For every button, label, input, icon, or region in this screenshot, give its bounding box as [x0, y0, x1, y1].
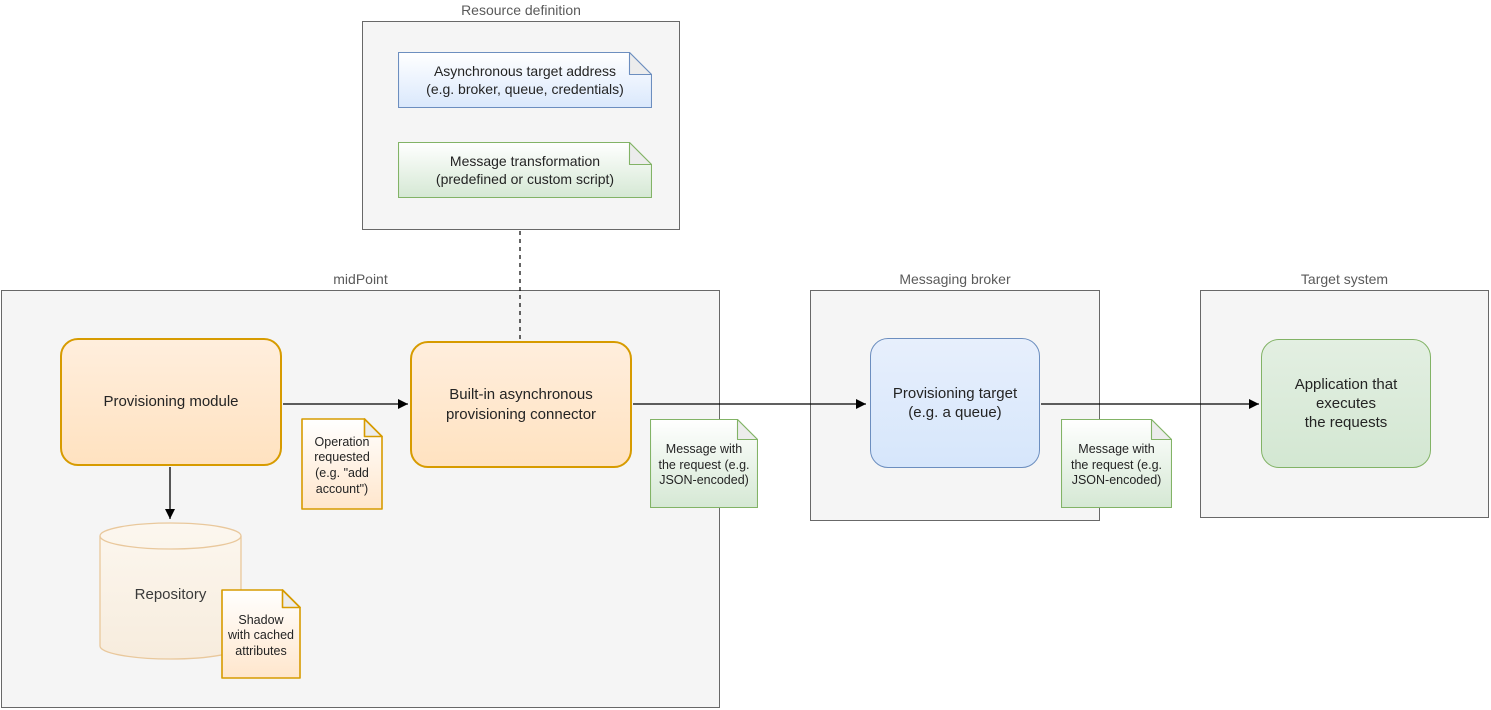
note-operation-requested: Operation requested (e.g. "add account") — [301, 418, 383, 510]
container-label-resource-definition: Resource definition — [461, 2, 581, 18]
note-shape-icon — [398, 52, 652, 108]
node-repository: Repository — [99, 522, 242, 660]
note-message-transformation-text: Message transformation (predefined or cu… — [435, 152, 615, 187]
note-shape-icon — [301, 418, 383, 510]
note-async-target-address: Asynchronous target address (e.g. broker… — [398, 52, 652, 108]
container-label-messaging-broker: Messaging broker — [899, 271, 1011, 287]
note-shape-icon — [650, 419, 758, 508]
note-message-request-1: Message with the request (e.g. JSON-enco… — [650, 419, 758, 508]
node-provisioning-target: Provisioning target (e.g. a queue) — [870, 338, 1040, 468]
note-message-transformation: Message transformation (predefined or cu… — [398, 142, 652, 198]
note-message-request-2-text: Message with the request (e.g. JSON-enco… — [1070, 442, 1163, 488]
node-provisioning-target-label: Provisioning target (e.g. a queue) — [892, 384, 1018, 421]
note-shape-icon — [1061, 419, 1172, 508]
container-label-target-system: Target system — [1300, 271, 1389, 287]
node-provisioning-module-label: Provisioning module — [103, 393, 239, 411]
note-shadow-text: Shadow with cached attributes — [227, 612, 294, 658]
node-builtin-connector-label: Built-in asynchronous provisioning conne… — [445, 386, 597, 423]
container-label-midpoint: midPoint — [333, 271, 388, 287]
note-shadow: Shadow with cached attributes — [221, 589, 301, 679]
note-message-request-1-text: Message with the request (e.g. JSON-enco… — [658, 442, 750, 488]
node-repository-label: Repository — [134, 586, 207, 603]
node-provisioning-module: Provisioning module — [60, 338, 282, 466]
node-builtin-connector: Built-in asynchronous provisioning conne… — [410, 341, 632, 468]
node-application: Application that executes the requests — [1261, 339, 1431, 468]
note-operation-requested-text: Operation requested (e.g. "add account") — [314, 434, 370, 496]
note-shape-icon — [221, 589, 301, 679]
node-application-label: Application that executes the requests — [1294, 375, 1398, 432]
note-message-request-2: Message with the request (e.g. JSON-enco… — [1061, 419, 1172, 508]
note-shape-icon — [398, 142, 652, 198]
note-async-target-address-text: Asynchronous target address (e.g. broker… — [426, 62, 624, 97]
